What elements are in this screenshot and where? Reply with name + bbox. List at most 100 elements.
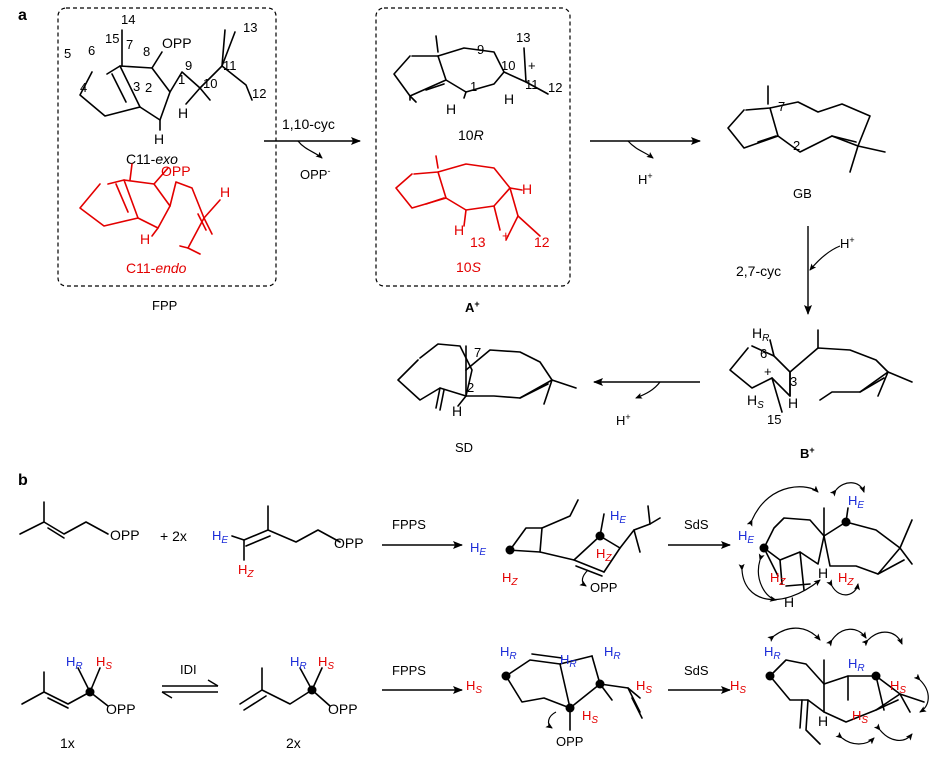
b2-product-hs3: HS <box>852 708 868 726</box>
b1-fpp-curly <box>579 569 589 587</box>
b2-dmapp-structure <box>21 667 109 709</box>
panel-label-b: b <box>18 472 28 489</box>
b2-enzyme-sds: SdS <box>684 663 709 678</box>
b1-product-atom-2 <box>841 517 851 527</box>
b1-product-hz2: HZ <box>838 570 854 588</box>
b2-fpp-atom-1 <box>501 671 511 681</box>
b2-ipp-opp: OPP <box>328 701 358 717</box>
svg-text:15: 15 <box>767 412 781 427</box>
b2-product-atom-1 <box>765 671 775 681</box>
svg-text:1: 1 <box>178 72 185 87</box>
svg-text:+: + <box>502 228 510 243</box>
svg-text:OPP: OPP <box>162 35 192 51</box>
svg-text:H: H <box>788 395 798 411</box>
svg-text:H: H <box>220 184 230 200</box>
b1-fpp-opp: OPP <box>590 580 617 595</box>
svg-text:2: 2 <box>793 138 800 153</box>
b2-fpp-hs3: HS <box>636 678 652 696</box>
svg-text:7: 7 <box>778 99 785 114</box>
b1-fpp-he1: HE <box>470 540 486 558</box>
b2-fpp-opp: OPP <box>556 734 583 749</box>
svg-text:5: 5 <box>64 46 71 61</box>
b1-fpp-structure <box>507 499 661 577</box>
b2-product-hr2: HR <box>848 656 865 674</box>
panel-label-a: a <box>18 7 27 24</box>
cation-b-structure <box>729 329 913 413</box>
svg-text:3: 3 <box>133 79 140 94</box>
sd-labels: 7 2 H <box>452 345 481 419</box>
cation-a-10r-labels: 13 9 10 11 1 12 + H H <box>446 30 562 117</box>
cation-a-10r-caption: 10R <box>458 127 484 143</box>
b1-ipp-he: HE <box>212 528 228 546</box>
b2-ipp-count: 2x <box>286 735 301 751</box>
b2-fpp-atom-3 <box>595 679 605 689</box>
b1-ipp-hz: HZ <box>238 562 254 580</box>
svg-text:13: 13 <box>243 20 257 35</box>
b2-fpp-hr1: HR <box>500 644 517 662</box>
b2-product-atom-2 <box>871 671 881 681</box>
byproduct-h-1: H+ <box>638 171 653 187</box>
svg-text:4: 4 <box>80 80 87 95</box>
b2-dmapp-count: 1x <box>60 735 75 751</box>
b2-product-structure <box>769 659 925 745</box>
svg-text:12: 12 <box>252 86 266 101</box>
b1-fpp-label-atom-1 <box>505 545 515 555</box>
svg-text:9: 9 <box>477 42 484 57</box>
cation-a-dashed-box <box>375 7 571 287</box>
b2-fpp-curly <box>545 711 557 729</box>
b1-product-atom-1 <box>759 543 769 553</box>
gb-labels: 7 2 <box>778 99 800 153</box>
cation-b-caption: B+ <box>800 445 815 461</box>
step-label-1: 1,10-cyc <box>282 116 335 132</box>
svg-text:+: + <box>528 58 536 73</box>
svg-text:12: 12 <box>548 80 562 95</box>
svg-text:8: 8 <box>143 44 150 59</box>
svg-text:H: H <box>522 181 532 197</box>
svg-text:H: H <box>452 403 462 419</box>
svg-text:H: H <box>454 222 464 238</box>
b2-fpp-hs2: HS <box>582 708 598 726</box>
b2-ipp-atom <box>307 685 317 695</box>
b1-product-h2: H <box>784 594 794 610</box>
b2-dmapp-opp: OPP <box>106 701 136 717</box>
svg-text:10: 10 <box>501 58 515 73</box>
cation-a-10s-structure <box>395 155 541 241</box>
b1-dmapp-structure <box>19 501 109 539</box>
svg-text:H: H <box>178 105 188 121</box>
svg-text:H: H <box>154 131 164 147</box>
svg-text:H: H <box>446 101 456 117</box>
svg-text:1: 1 <box>470 79 477 94</box>
curly-arrow-opp <box>297 140 323 159</box>
cation-b-labels: HR 6 + 3 HS H 15 <box>747 325 798 427</box>
b1-ipp-structure <box>231 505 341 561</box>
svg-text:6: 6 <box>88 43 95 58</box>
b2-dmapp-hr: HR <box>66 654 83 672</box>
fpp-endo-structure <box>79 163 221 255</box>
b2-product-h1: H <box>818 713 828 729</box>
b2-enzyme-idi: IDI <box>180 662 197 677</box>
curly-arrow-h-2 <box>809 245 841 271</box>
b1-product-h1: H <box>818 565 828 581</box>
b2-dmapp-atom <box>85 687 95 697</box>
svg-text:2: 2 <box>467 380 474 395</box>
b2-product-noe-arrows <box>767 627 929 745</box>
svg-text:10: 10 <box>203 76 217 91</box>
svg-text:9: 9 <box>185 58 192 73</box>
b2-fpp-hr2: HR <box>560 652 577 670</box>
b1-product-he2: HE <box>848 493 864 511</box>
b2-ipp-structure <box>239 667 331 711</box>
b2-ipp-hr: HR <box>290 654 307 672</box>
b2-ipp-hs: HS <box>318 654 334 672</box>
byproduct-opp: OPP- <box>300 166 330 182</box>
gb-caption: GB <box>793 186 812 201</box>
cation-a-caption: A+ <box>465 299 480 315</box>
b1-dmapp-opp: OPP <box>110 527 140 543</box>
b1-plus: + 2x <box>160 528 187 544</box>
fpp-endo-caption: C11-endo <box>126 260 187 276</box>
b1-fpp-he2: HE <box>610 508 626 526</box>
svg-text:7: 7 <box>126 37 133 52</box>
svg-text:OPP: OPP <box>161 163 191 179</box>
svg-text:14: 14 <box>121 12 135 27</box>
fpp-endo-labels: OPP H H <box>140 163 230 247</box>
b2-product-hr1: HR <box>764 644 781 662</box>
